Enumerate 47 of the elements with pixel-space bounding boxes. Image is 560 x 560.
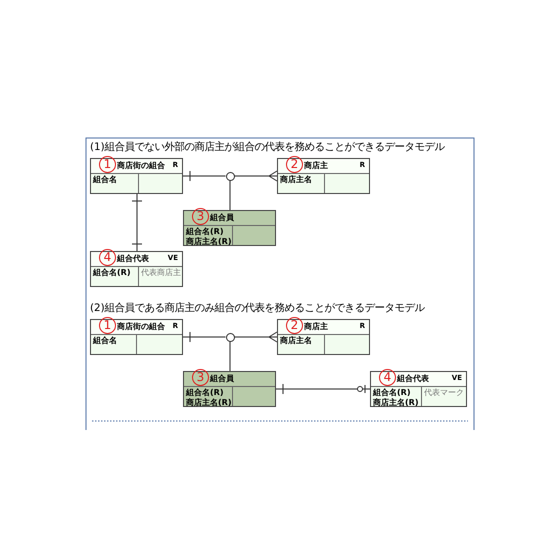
circled-number: 2 xyxy=(286,317,303,334)
section-heading: (1)組合員でない外部の商店主が組合の代表を務めることができるデータモデル xyxy=(90,141,445,154)
section-heading: (2)組合員である商店主のみ組合の代表を務めることができるデータモデル xyxy=(90,302,425,315)
attribute-name: 組合名(R) xyxy=(93,268,130,278)
relationship-line xyxy=(182,332,226,342)
entity-name: 組合員 xyxy=(210,373,234,384)
circled-number: 3 xyxy=(192,369,209,386)
entity-box xyxy=(90,319,183,355)
relationship-line xyxy=(276,384,370,394)
attribute-name: 商店主名(R) xyxy=(186,237,232,247)
attribute-value: 代表商店主 xyxy=(141,268,181,278)
entity-name: 商店主 xyxy=(304,321,328,332)
entity-box xyxy=(277,319,370,355)
attribute-name: 商店主名(R) xyxy=(373,398,418,408)
circled-number: 4 xyxy=(99,249,116,266)
entity-box xyxy=(370,371,467,407)
attribute-name: 組合名(R) xyxy=(373,388,410,398)
entity-box xyxy=(90,251,183,287)
junction-circle xyxy=(226,332,234,342)
relationship-line xyxy=(234,170,278,182)
circled-number: 1 xyxy=(99,317,116,334)
entity-name: 組合代表 xyxy=(397,373,429,384)
entity-box xyxy=(183,371,276,407)
entity-name: 商店街の組合 xyxy=(117,321,165,332)
circled-number: 3 xyxy=(192,208,209,225)
attribute-name: 組合名(R) xyxy=(186,388,224,398)
attribute-value: 代表マーク xyxy=(424,388,464,398)
attribute-name: 組合名(R) xyxy=(186,227,224,237)
junction-circle xyxy=(226,172,234,180)
circled-number: 1 xyxy=(99,156,116,173)
entity-box xyxy=(183,210,276,246)
entity-name: 商店主 xyxy=(304,160,328,171)
attribute-name: 商店主名 xyxy=(280,175,312,185)
attribute-name: 組合名 xyxy=(93,175,117,185)
entity-name: 商店街の組合 xyxy=(117,160,165,171)
attribute-name: 組合名 xyxy=(93,336,117,346)
entity-box xyxy=(90,158,183,194)
circled-number: 2 xyxy=(286,156,303,173)
attribute-name: 商店主名(R) xyxy=(186,398,232,408)
relationship-line xyxy=(234,332,278,342)
entity-name: 組合員 xyxy=(210,212,234,223)
relationship-line xyxy=(182,170,226,182)
entity-box xyxy=(277,158,370,194)
circled-number: 4 xyxy=(379,369,396,386)
attribute-name: 商店主名 xyxy=(280,336,312,346)
relationship-line xyxy=(132,194,142,252)
entity-name: 組合代表 xyxy=(117,253,149,264)
